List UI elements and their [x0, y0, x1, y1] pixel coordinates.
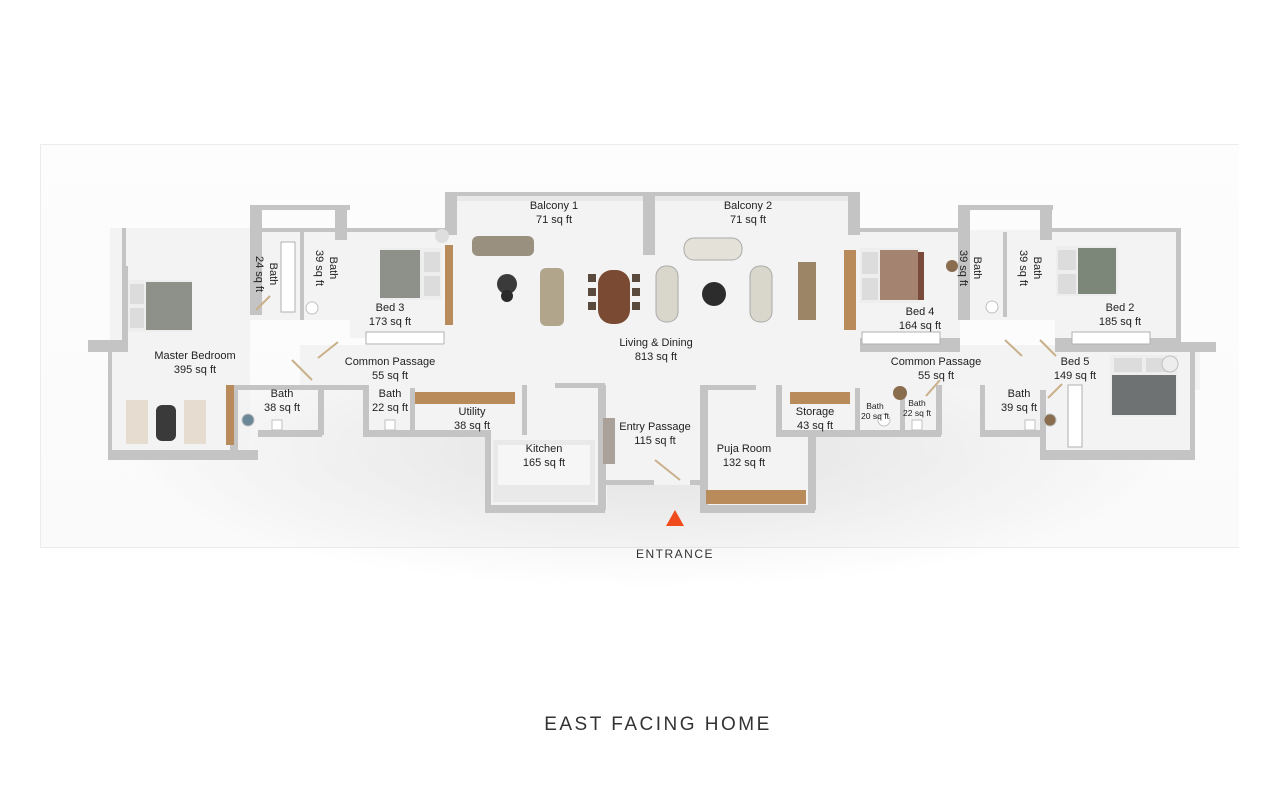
entrance-arrow-icon: [666, 510, 684, 526]
kitchen-counter: [493, 418, 615, 502]
entrance-label: ENTRANCE: [635, 547, 715, 561]
wood-panels: [226, 245, 856, 504]
bath-fixtures: [241, 300, 1179, 431]
beds: [128, 246, 1178, 417]
plan-caption: EAST FACING HOME: [544, 714, 772, 735]
master-sitting: [126, 400, 206, 444]
door-swings: [255, 295, 1063, 481]
balcony-railings: [457, 196, 848, 201]
bed-3: [380, 248, 442, 300]
master-bed: [128, 280, 192, 332]
walls: [88, 192, 1216, 513]
bed-4: [860, 248, 924, 303]
living-furniture: [435, 229, 958, 326]
wardrobes: [280, 241, 1151, 448]
bed-2: [1056, 246, 1118, 296]
